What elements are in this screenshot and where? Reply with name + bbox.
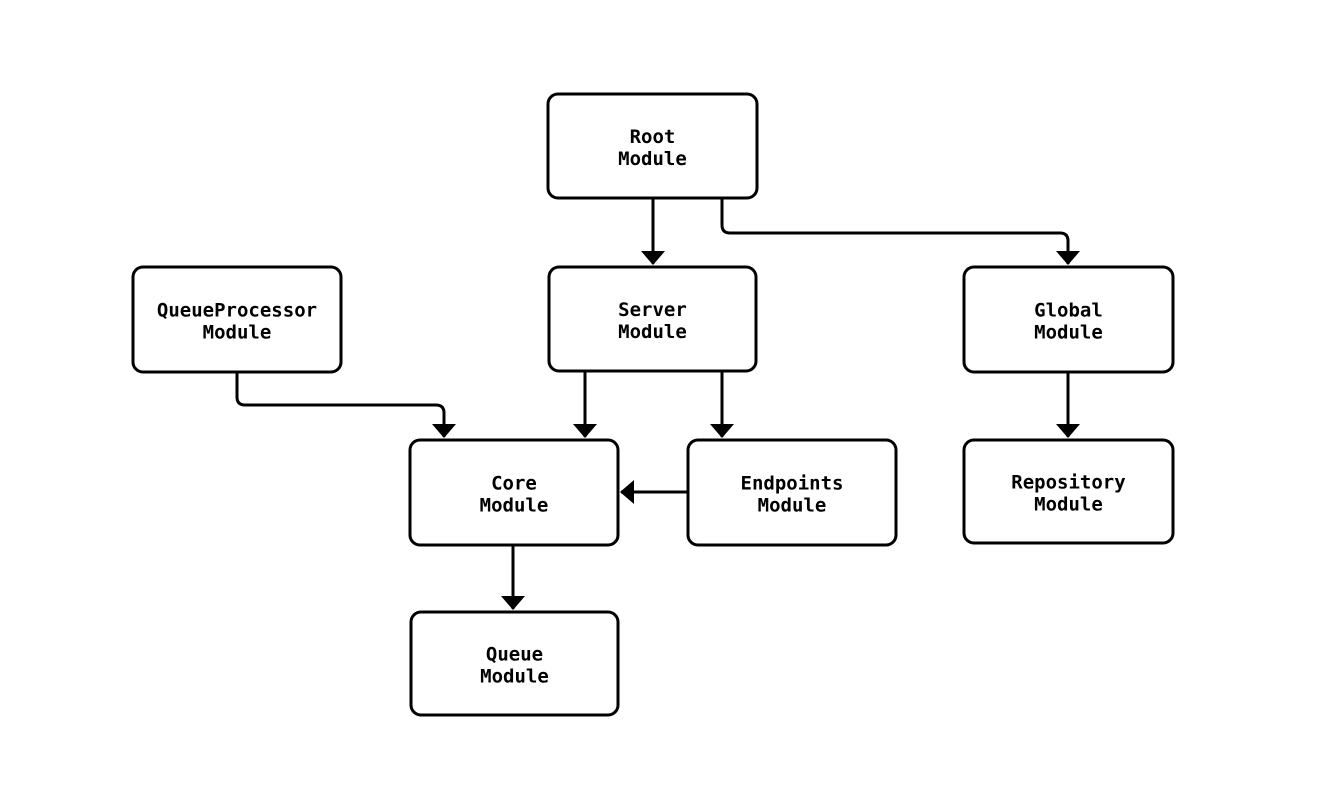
node-label-line-1: Server — [618, 299, 687, 321]
node-box — [962, 265, 1175, 374]
node-label-line-1: Core — [491, 473, 537, 495]
node-label-line-2: Module — [480, 666, 549, 688]
node-label-line-2: Module — [1034, 494, 1103, 516]
node-label-line-2: Module — [480, 495, 549, 517]
edge-root-to-global — [720, 198, 1080, 265]
node-label-line-2: Module — [203, 322, 272, 344]
node-label-line-1: Endpoints — [741, 473, 844, 495]
node-box — [408, 438, 620, 547]
node-label-line-2: Module — [618, 321, 687, 343]
node-label-line-1: Global — [1034, 300, 1103, 322]
node-label-line-2: Module — [758, 495, 827, 517]
edge-queueprocessor-to-core — [235, 372, 456, 438]
node-label-line-2: Module — [1034, 322, 1103, 344]
node-box — [962, 438, 1175, 545]
node-box — [546, 92, 759, 200]
node-box — [131, 265, 343, 374]
node-box — [686, 438, 898, 547]
node-label-line-1: Root — [630, 126, 676, 148]
node-label-line-1: QueueProcessor — [157, 300, 317, 322]
node-label-line-2: Module — [618, 148, 687, 170]
node-box — [547, 265, 758, 373]
node-label-line-1: Queue — [486, 644, 543, 666]
node-label-line-1: Repository — [1011, 472, 1125, 494]
node-box — [409, 610, 620, 717]
